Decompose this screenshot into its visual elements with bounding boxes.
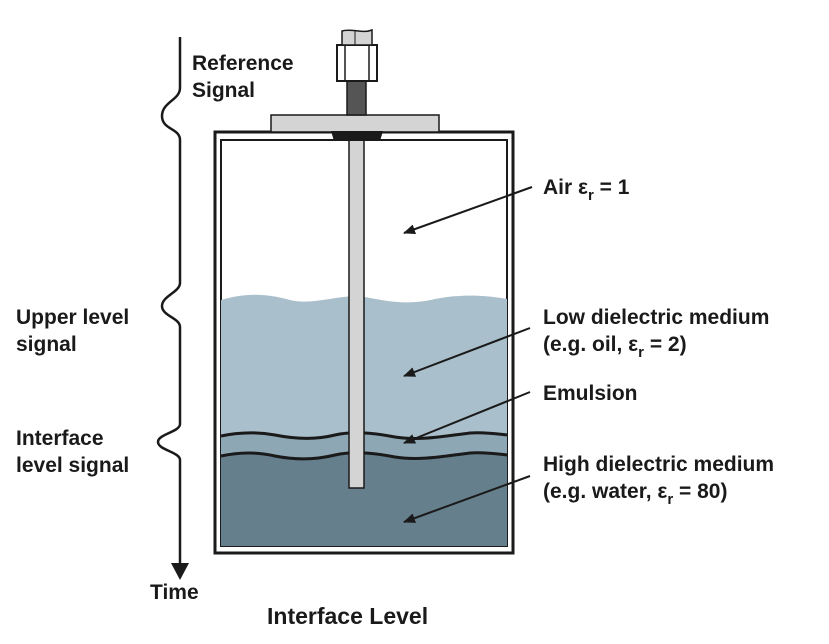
- reference-signal-label: Reference: [192, 52, 294, 75]
- probe-rod: [348, 139, 365, 489]
- interface-level-signal-label: Interface: [16, 427, 104, 450]
- probe-neck: [346, 79, 367, 116]
- water-top-boundary: [220, 451, 508, 461]
- air-permittivity-value: = 1: [594, 176, 630, 199]
- reference-signal-line-2: Signal: [192, 79, 255, 102]
- emulsion-pointer-arrow: [403, 391, 531, 444]
- interface-level-signal-line-2: level signal: [16, 454, 129, 477]
- water-pointer-arrow: [403, 475, 531, 523]
- emulsion-label: Emulsion: [543, 382, 638, 405]
- water-epsilon-subscript: r: [667, 491, 673, 508]
- air-epsilon-subscript: r: [588, 187, 594, 204]
- oil-permittivity-value: = 2): [644, 333, 687, 356]
- interface-level-signal-label-2: level signal: [16, 454, 129, 477]
- oil-epsilon-symbol: ε: [628, 333, 638, 356]
- oil-pointer-arrow: [403, 327, 531, 377]
- cable-top: [341, 28, 373, 46]
- high-dielectric-example: (e.g. water, εr = 80): [543, 480, 727, 508]
- oil-example-prefix: (e.g. oil,: [543, 333, 628, 356]
- air-label: Air εr = 1: [543, 176, 630, 204]
- flange-seal: [331, 131, 383, 141]
- upper-level-signal-line-2: signal: [16, 333, 77, 356]
- interface-level-signal-line-1: Interface: [16, 427, 104, 450]
- oil-epsilon-subscript: r: [638, 344, 644, 361]
- high-dielectric-label: High dielectric medium: [543, 453, 774, 476]
- reference-signal-line-1: Reference: [192, 52, 294, 75]
- probe-assembly: [270, 28, 440, 489]
- water-layer: [221, 452, 507, 546]
- water-permittivity-value: = 80): [673, 480, 727, 503]
- diagram-title: Interface Level: [267, 603, 428, 629]
- hex-nut: [336, 44, 378, 82]
- low-dielectric-example: (e.g. oil, εr = 2): [543, 333, 687, 361]
- water-example-prefix: (e.g. water,: [543, 480, 657, 503]
- water-epsilon-symbol: ε: [657, 480, 667, 503]
- reference-signal-label-2: Signal: [192, 79, 255, 102]
- upper-level-signal-line-1: Upper level: [16, 306, 129, 329]
- time-axis-line: [156, 37, 182, 570]
- air-epsilon-symbol: ε: [578, 176, 588, 199]
- mounting-flange: [270, 114, 440, 133]
- upper-level-signal-label: Upper level: [16, 306, 129, 329]
- time-axis: [156, 37, 189, 580]
- upper-level-signal-label-2: signal: [16, 333, 77, 356]
- low-dielectric-label: Low dielectric medium: [543, 306, 769, 329]
- time-axis-arrowhead: [171, 563, 189, 580]
- air-pointer-arrow: [403, 186, 533, 234]
- time-label: Time: [150, 581, 199, 604]
- emulsion-top-boundary: [220, 431, 508, 440]
- air-name: Air: [543, 176, 578, 199]
